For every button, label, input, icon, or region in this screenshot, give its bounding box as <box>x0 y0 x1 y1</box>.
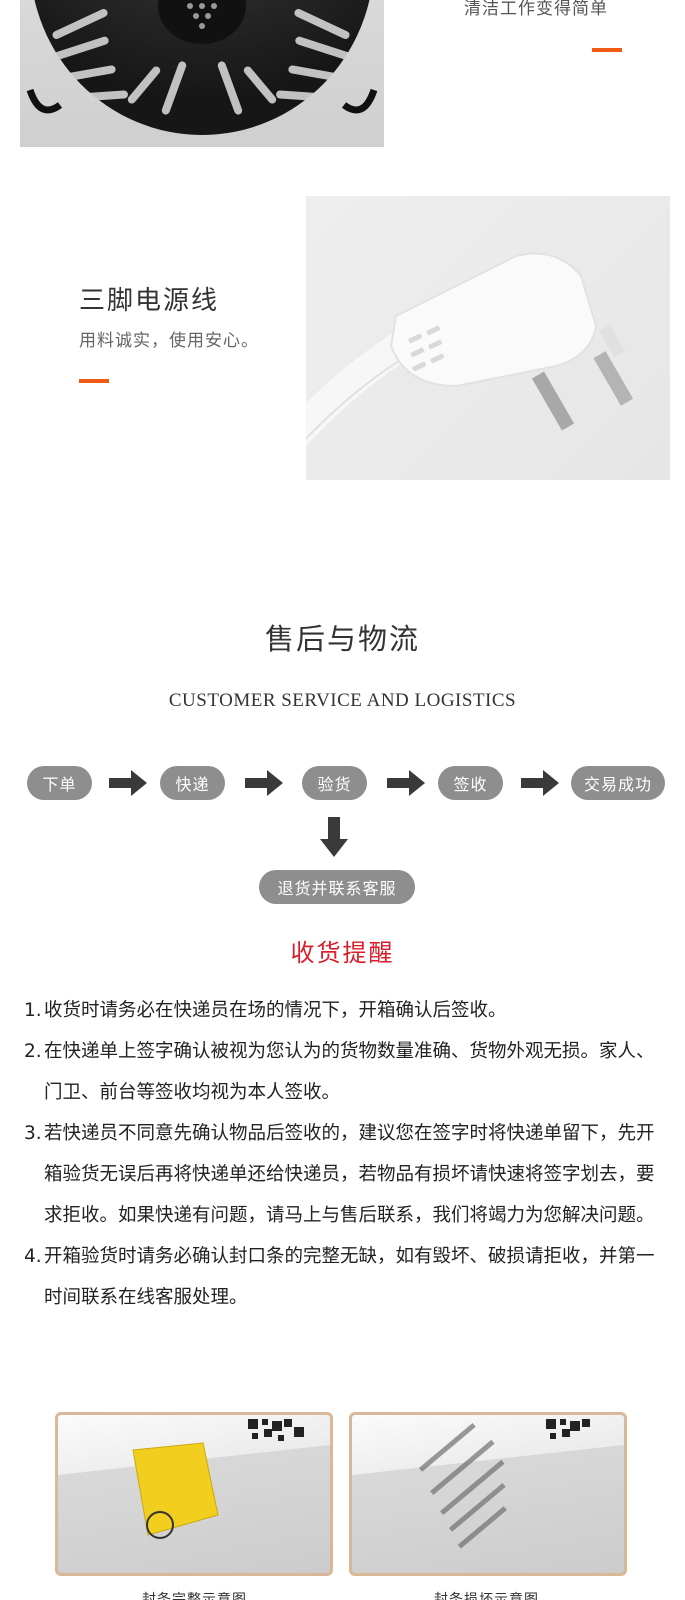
steamer-rack-photo <box>20 0 384 147</box>
note-number: 4. <box>24 1246 42 1267</box>
step-complete: 交易成功 <box>571 766 665 800</box>
note-text: 若快递员不同意先确认物品后签收的，建议您在签字时将快递单留下，先开箱验货无误后再… <box>44 1123 655 1226</box>
reminder-notes: 1. 收货时请务必在快递员在场的情况下，开箱确认后签收。 2. 在快递单上签字确… <box>24 990 669 1318</box>
step-order: 下单 <box>27 766 92 800</box>
note-number: 3. <box>24 1123 42 1144</box>
right-arrow-icon <box>109 770 147 796</box>
step-sign: 签收 <box>438 766 503 800</box>
note-number: 2. <box>24 1041 42 1062</box>
seal-caption: 封条完整示意图 <box>142 1592 247 1600</box>
cord-title: 三脚电源线 <box>79 286 220 316</box>
right-arrow-icon <box>521 770 559 796</box>
section-title: 售后与物流 <box>264 622 420 656</box>
accent-divider <box>79 379 109 383</box>
cord-description: 用料诚实，使用安心。 <box>79 331 259 351</box>
note-text: 开箱验货时请务必确认封口条的完整无缺，如有毁坏、破损请拒收，并第一时间联系在线客… <box>44 1246 655 1308</box>
broken-seal-photo <box>349 1412 627 1576</box>
rack-caption: 清洁工作变得简单 <box>464 0 608 19</box>
accent-divider <box>592 48 622 52</box>
power-plug-photo <box>306 196 670 480</box>
right-arrow-icon <box>387 770 425 796</box>
intact-seal-photo <box>55 1412 333 1576</box>
step-delivery: 快递 <box>160 766 225 800</box>
step-return: 退货并联系客服 <box>259 870 415 904</box>
list-item: 3. 若快递员不同意先确认物品后签收的，建议您在签字时将快递单留下，先开箱验货无… <box>24 1113 669 1236</box>
down-arrow-icon <box>320 817 348 857</box>
list-item: 4. 开箱验货时请务必确认封口条的完整无缺，如有毁坏、破损请拒收，并第一时间联系… <box>24 1236 669 1318</box>
note-text: 在快递单上签字确认被视为您认为的货物数量准确、货物外观无损。家人、门卫、前台等签… <box>44 1041 655 1103</box>
seal-caption: 封条损坏示意图 <box>434 1592 539 1600</box>
step-inspect: 验货 <box>302 766 367 800</box>
list-item: 1. 收货时请务必在快递员在场的情况下，开箱确认后签收。 <box>24 990 669 1031</box>
list-item: 2. 在快递单上签字确认被视为您认为的货物数量准确、货物外观无损。家人、门卫、前… <box>24 1031 669 1113</box>
reminder-title: 收货提醒 <box>290 939 395 967</box>
right-arrow-icon <box>245 770 283 796</box>
note-number: 1. <box>24 1000 42 1021</box>
section-subtitle: CUSTOMER SERVICE AND LOGISTICS <box>168 690 517 711</box>
note-text: 收货时请务必在快递员在场的情况下，开箱确认后签收。 <box>44 1000 507 1021</box>
